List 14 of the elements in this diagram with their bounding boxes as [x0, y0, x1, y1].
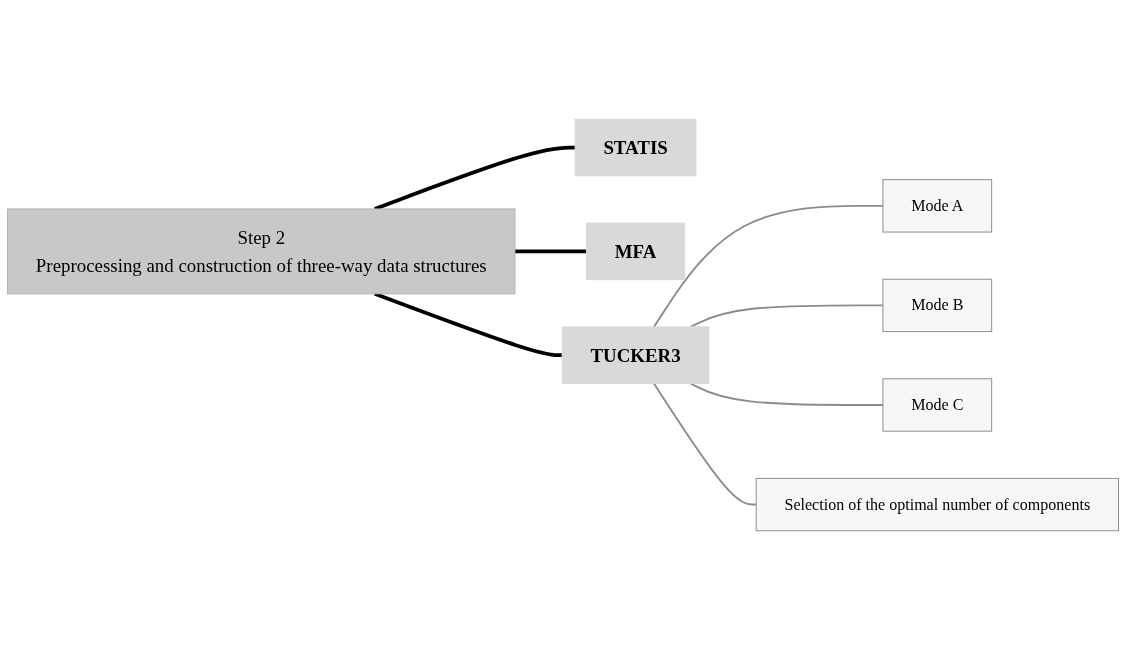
node-box: Mode C — [882, 378, 993, 432]
node-box: TUCKER3 — [561, 326, 710, 384]
connector — [689, 304, 884, 328]
connector — [689, 382, 884, 406]
node-box: STATIS — [574, 118, 697, 177]
connector — [514, 249, 587, 254]
node-box: Selection of the optimal number of components — [755, 477, 1119, 532]
node-box: Step 2 Preprocessing and construction of three-way data structures — [7, 208, 516, 295]
node-box: MFA — [586, 222, 686, 281]
node-box: Mode A — [882, 179, 993, 233]
connector — [374, 292, 563, 358]
connector — [653, 382, 758, 506]
connector — [653, 204, 884, 328]
node-box: Mode B — [882, 278, 993, 333]
